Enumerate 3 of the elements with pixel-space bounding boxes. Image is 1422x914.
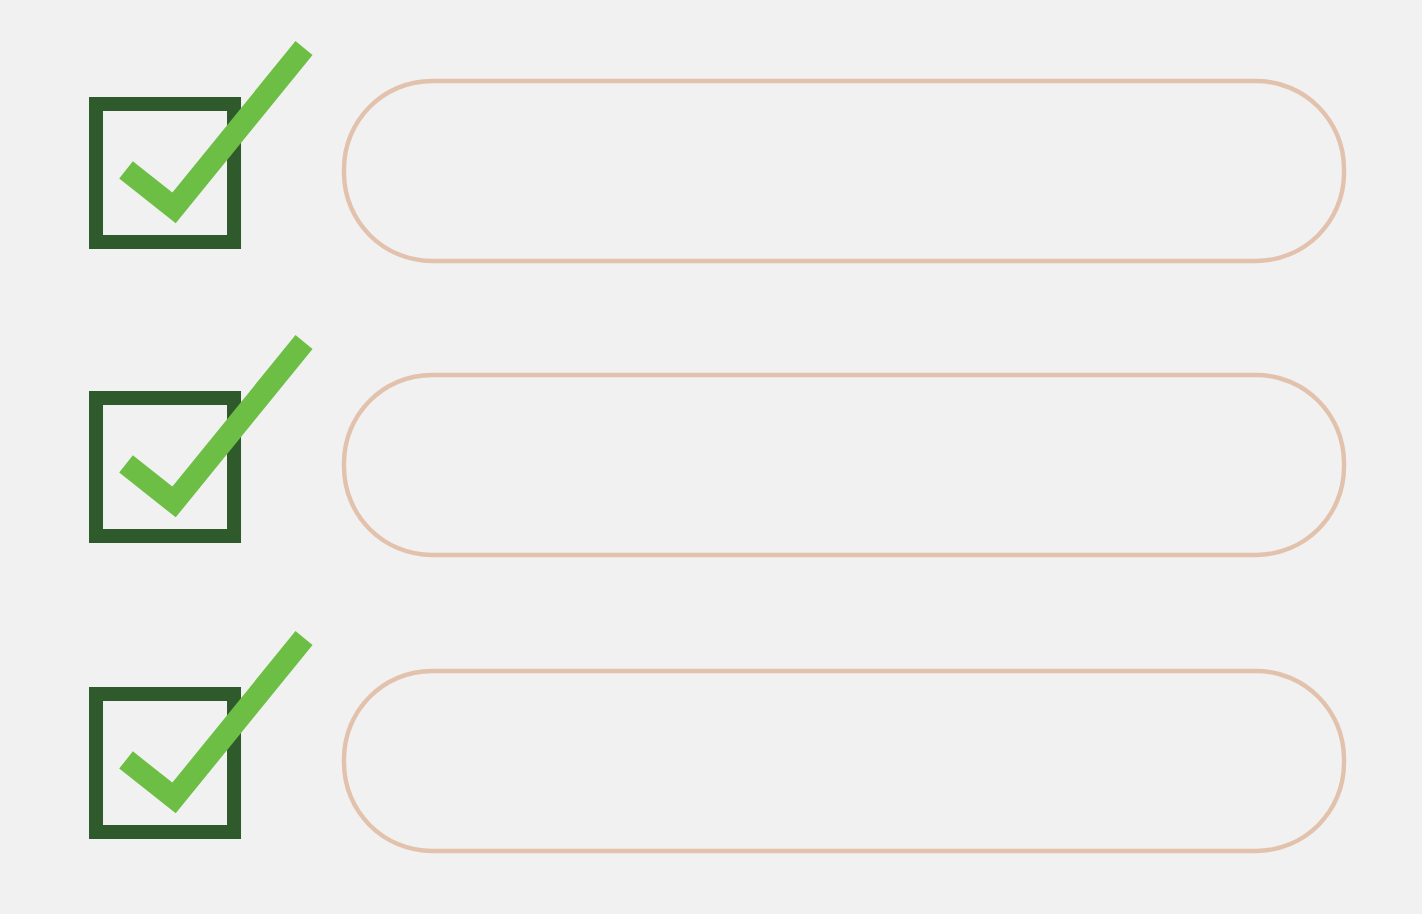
answer-box <box>341 372 1347 558</box>
answer-box <box>341 668 1347 854</box>
answer-box <box>341 78 1347 264</box>
